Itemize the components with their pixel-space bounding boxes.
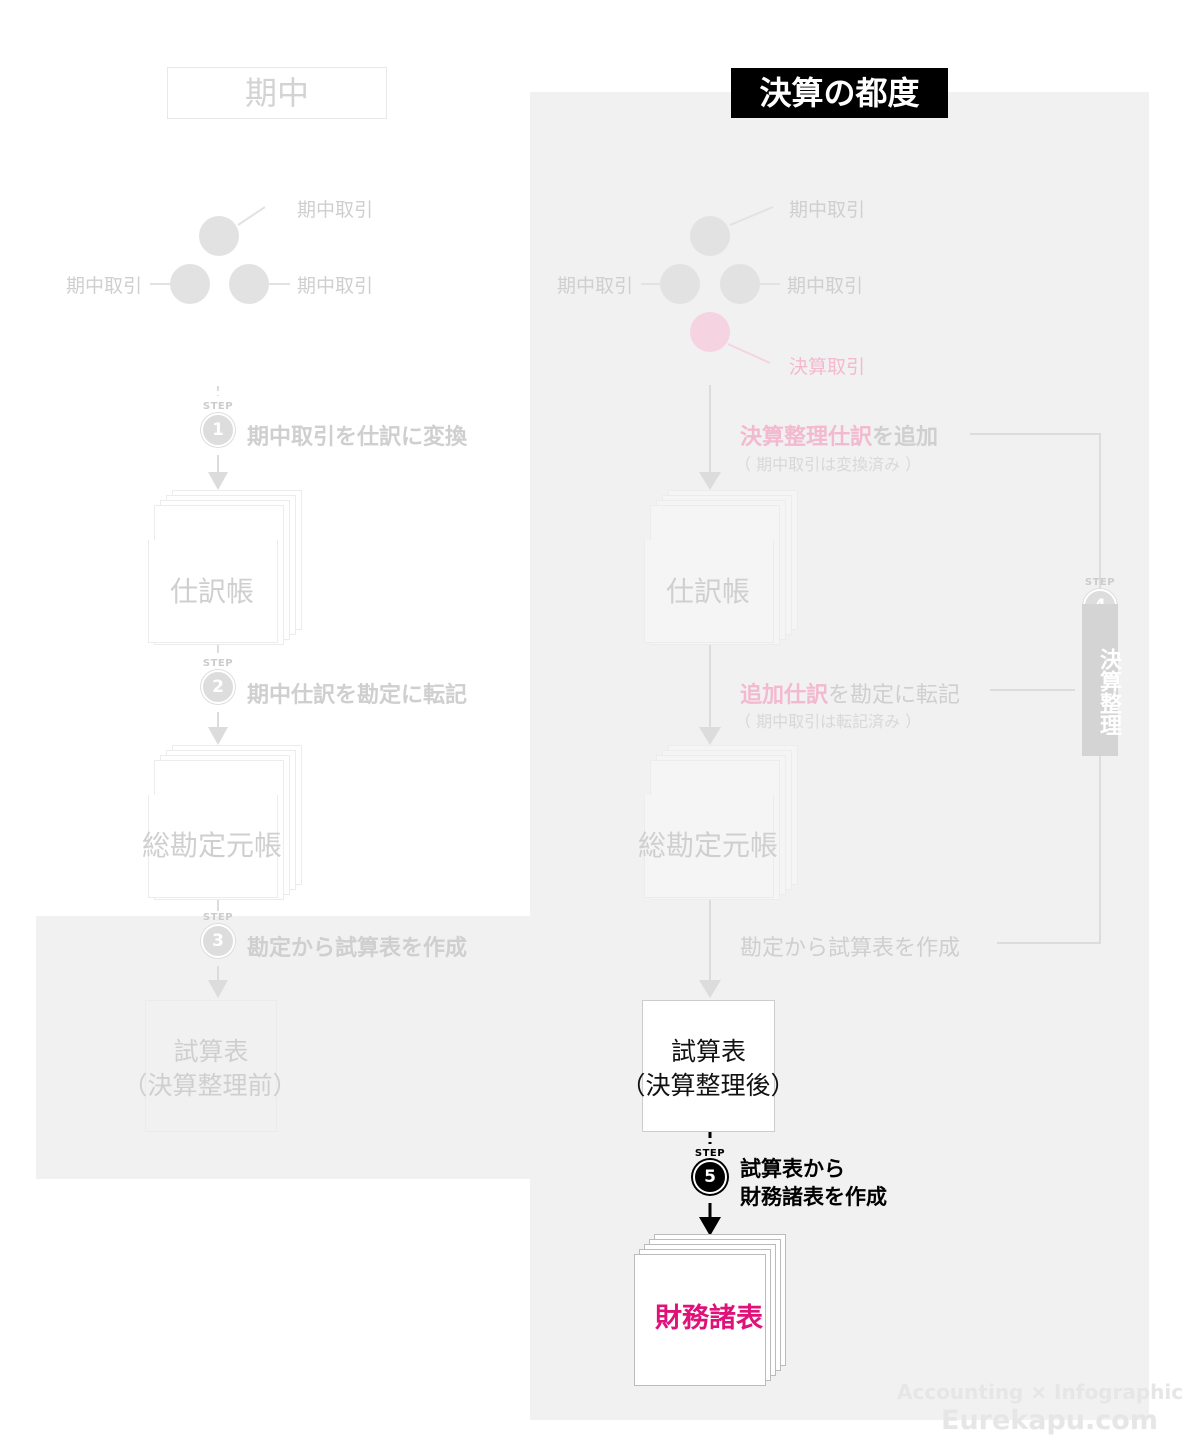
create-trial-balance-text: 勘定から試算表を作成 — [740, 936, 961, 961]
transaction-label: 期中取引 — [297, 199, 374, 221]
add-entries-note: （ 期中取引は変換済み ） — [735, 455, 922, 474]
ledger-label: 総勘定元帳 — [637, 829, 778, 862]
transaction-circle — [229, 264, 269, 304]
transaction-label: 期中取引 — [66, 275, 143, 297]
additional-entries-highlight: 追加仕訳 — [740, 683, 829, 708]
step-4-text: 決算整理 — [1096, 648, 1121, 736]
add-entries-suffix: を追加 — [872, 425, 939, 450]
trial-balance-after-subtitle: （決算整理後） — [620, 1071, 796, 1100]
step-2-badge: STEP 2 — [201, 659, 235, 704]
step-label: STEP — [202, 912, 234, 923]
closing-entries-highlight: 決算整理仕訳 — [740, 425, 873, 450]
header-at-closing: 決算の都度 — [731, 68, 948, 118]
trial-balance-after-title: 試算表 — [670, 1037, 746, 1066]
step-label: STEP — [1084, 577, 1116, 588]
trial-balance-before-box — [145, 1000, 277, 1132]
step-4-closing-adjustments: STEP 4 決算整理 — [1082, 577, 1121, 756]
journal-document — [644, 490, 804, 645]
watermark-line1: Accounting × Infographic — [897, 1380, 1184, 1404]
step-5-line2: 財務諸表を作成 — [740, 1185, 887, 1209]
financial-statements-label: 財務諸表 — [655, 1303, 763, 1334]
watermark-line2: Eurekapu.com — [941, 1405, 1158, 1436]
step-5-line1: 試算表から — [740, 1157, 845, 1181]
step-5-badge: STEP 5 — [693, 1149, 727, 1194]
trial-balance-before-title: 試算表 — [173, 1037, 249, 1066]
step-label: STEP — [202, 401, 234, 412]
transaction-circle — [199, 216, 239, 256]
transaction-circle — [170, 264, 210, 304]
closing-transaction-label: 決算取引 — [789, 356, 866, 378]
pre-closing-panel — [36, 916, 530, 1179]
header-during-period: 期中 — [167, 67, 387, 119]
post-entries-note: （ 期中取引は転記済み ） — [735, 712, 922, 731]
step-number: 2 — [201, 670, 235, 704]
step-1-badge: STEP 1 — [201, 402, 235, 447]
post-entries-text: 追加仕訳を勘定に転記 — [740, 677, 960, 709]
transaction-label: 期中取引 — [557, 275, 634, 297]
post-entries-suffix: を勘定に転記 — [828, 683, 961, 708]
step-3-text: 勘定から試算表を作成 — [247, 936, 468, 961]
step-2-text: 期中仕訳を勘定に転記 — [247, 683, 468, 708]
transaction-circle — [690, 216, 730, 256]
add-closing-entries-text: 決算整理仕訳を追加 — [740, 419, 938, 451]
transaction-label: 期中取引 — [787, 275, 864, 297]
ledger-document — [644, 745, 804, 900]
transaction-circle — [720, 264, 760, 304]
step-number: 1 — [201, 413, 235, 447]
ledger-label: 総勘定元帳 — [141, 829, 282, 862]
transaction-label: 期中取引 — [789, 199, 866, 221]
journal-document — [148, 490, 308, 645]
transaction-circle — [660, 264, 700, 304]
closing-transaction-circle — [690, 312, 730, 352]
step-label: STEP — [202, 658, 234, 669]
step-4-bar — [1082, 604, 1118, 756]
step-number: 5 — [693, 1160, 727, 1194]
journal-label: 仕訳帳 — [169, 575, 254, 608]
step-label: STEP — [694, 1148, 726, 1159]
step-3-badge: STEP 3 — [201, 913, 235, 958]
trial-balance-before-subtitle: （決算整理前） — [122, 1071, 298, 1100]
ledger-document — [148, 745, 308, 900]
journal-label: 仕訳帳 — [665, 575, 750, 608]
step-number: 3 — [201, 924, 235, 958]
trial-balance-after-box — [642, 1000, 775, 1132]
financial-statements-document — [634, 1234, 794, 1394]
step-1-text: 期中取引を仕訳に変換 — [247, 425, 468, 450]
closing-panel — [530, 92, 1149, 1420]
transaction-label: 期中取引 — [297, 275, 374, 297]
